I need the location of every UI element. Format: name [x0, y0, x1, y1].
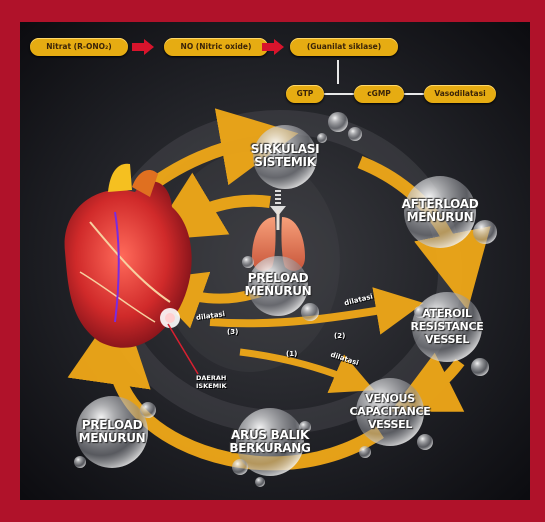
label-line: MENURUN: [398, 211, 482, 224]
label-preload-center: PRELOAD MENURUN: [242, 272, 314, 298]
label-step-1: (1): [286, 350, 297, 358]
pill-guanilat: (Guanilat siklase): [290, 38, 398, 56]
label-line: RESISTANCE: [402, 320, 492, 333]
label-line: ATEROIL: [402, 307, 492, 320]
label-line: SISTEMIK: [248, 156, 322, 169]
label-step-2: (2): [334, 332, 345, 340]
pill-gtp: GTP: [286, 85, 324, 103]
label-line: BERKURANG: [228, 442, 312, 455]
caption-line: ISKEMIK: [196, 382, 227, 390]
label-preload-left: PRELOAD MENURUN: [74, 419, 150, 445]
label-line: MENURUN: [242, 285, 314, 298]
caption-line: DAERAH: [196, 374, 227, 382]
label-daerah-iskemik: DAERAH ISKEMIK: [196, 374, 227, 390]
label-ateroil: ATEROIL RESISTANCE VESSEL: [402, 307, 492, 346]
pill-nitrate: Nitrat (R-ONO₂): [30, 38, 128, 56]
label-line: MENURUN: [74, 432, 150, 445]
label-line: VESSEL: [343, 418, 437, 431]
label-line: VENOUS: [343, 392, 437, 405]
pill-cgmp: cGMP: [354, 85, 404, 103]
red-right-arrow-icon: [132, 39, 154, 55]
diagram-panel: Nitrat (R-ONO₂) NO (Nitric oxide) (Guani…: [20, 22, 530, 500]
label-venous: VENOUS CAPACITANCE VESSEL: [343, 392, 437, 431]
label-afterload: AFTERLOAD MENURUN: [398, 198, 482, 224]
label-step-3: (3): [227, 328, 238, 336]
label-sirkulasi: SIRKULASI SISTEMIK: [248, 143, 322, 169]
red-right-arrow-icon: [262, 39, 284, 55]
label-arus: ARUS BALIK BERKURANG: [228, 429, 312, 455]
label-line: VESSEL: [402, 333, 492, 346]
label-line: CAPACITANCE: [343, 405, 437, 418]
pill-vasodilatasi: Vasodilatasi: [424, 85, 496, 103]
pill-no: NO (Nitric oxide): [164, 38, 268, 56]
